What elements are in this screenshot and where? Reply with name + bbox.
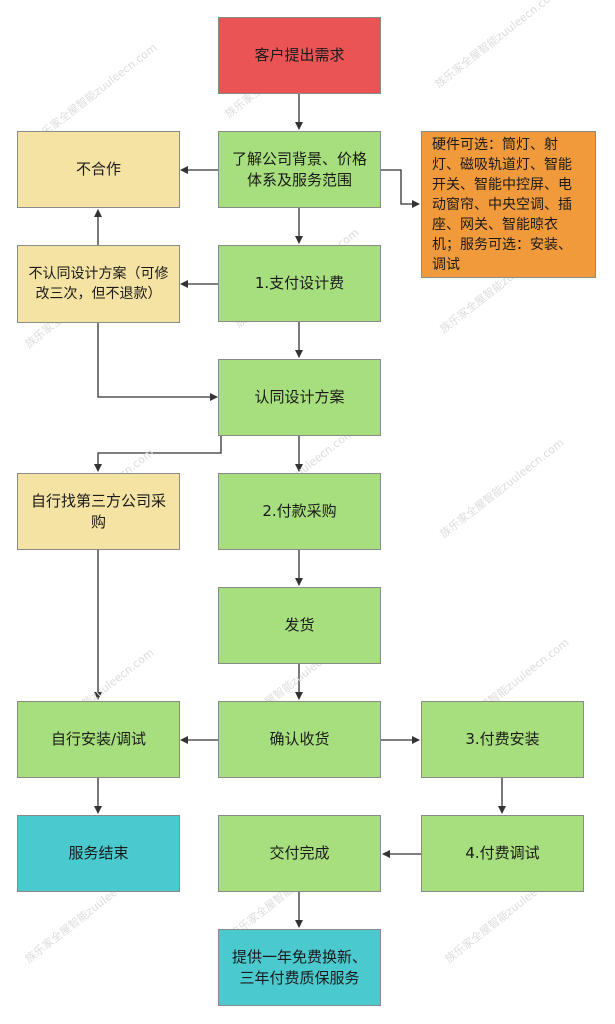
arrow-disagree-to-agree: [97, 323, 218, 401]
node-paid-install: 3.付费安装: [421, 701, 584, 778]
node-paid-debug: 4.付费调试: [421, 815, 584, 892]
node-service-end: 服务结束: [17, 815, 180, 892]
arrow-agree-to-selfpurchase: [94, 436, 222, 472]
arrow-understand-to-hardware: [381, 169, 420, 208]
node-warranty: 提供一年免费换新、三年付费质保服务: [218, 929, 381, 1006]
node-hardware-options: 硬件可选：筒灯、射灯、磁吸轨道灯、智能开关、智能中控屏、电动窗帘、中央空调、插座…: [421, 131, 596, 278]
node-delivery-complete: 交付完成: [218, 815, 381, 892]
node-customer-request: 客户提出需求: [218, 17, 381, 94]
node-understand-company: 了解公司背景、价格体系及服务范围: [218, 131, 381, 208]
node-agree-design: 认同设计方案: [218, 359, 381, 436]
node-disagree-design: 不认同设计方案（可修改三次，但不退款）: [17, 245, 180, 323]
node-pay-purchase: 2.付款采购: [218, 473, 381, 550]
node-confirm-receipt: 确认收货: [218, 701, 381, 778]
node-pay-design-fee: 1.支付设计费: [218, 245, 381, 322]
node-no-cooperation: 不合作: [17, 131, 180, 208]
node-self-purchase: 自行找第三方公司采购: [17, 473, 180, 550]
node-self-install: 自行安装/调试: [17, 701, 180, 778]
node-ship: 发货: [218, 587, 381, 664]
